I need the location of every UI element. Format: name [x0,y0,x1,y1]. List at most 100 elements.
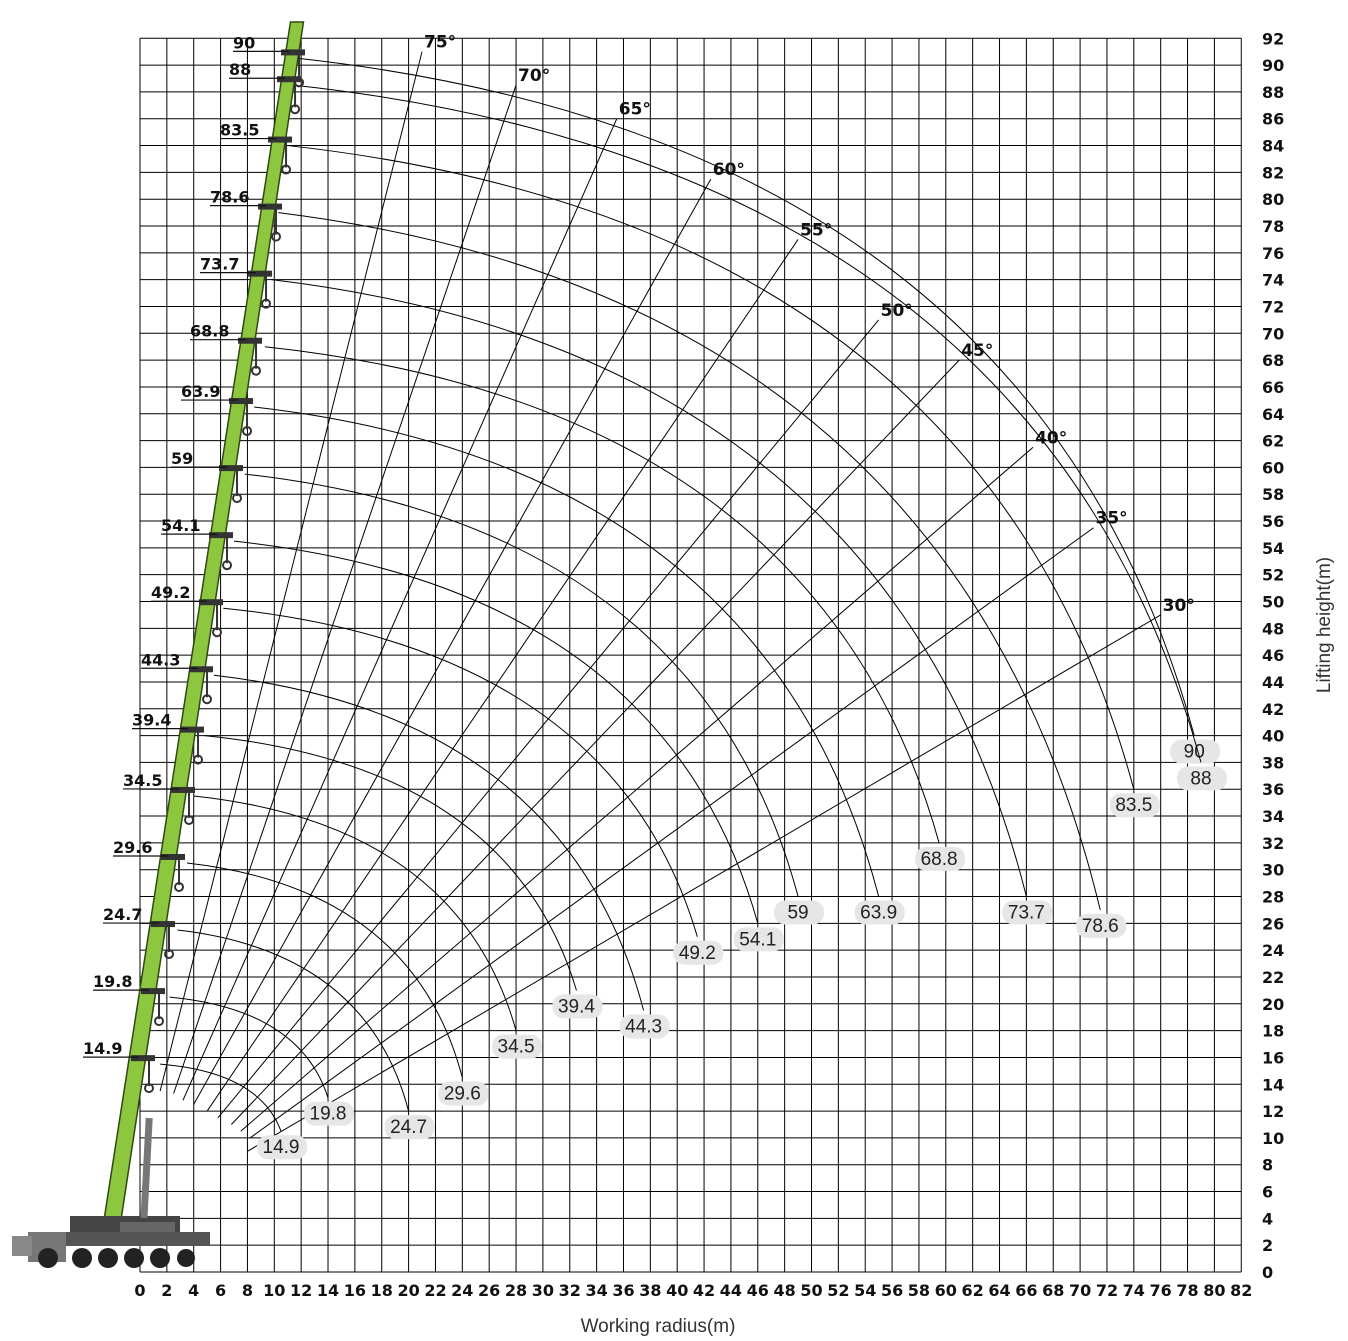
y-tick-label: 10 [1262,1129,1284,1148]
x-tick-label: 2 [161,1281,172,1300]
x-tick-label: 28 [505,1281,527,1300]
x-tick-label: 8 [242,1281,253,1300]
curve-label-bg [492,1034,543,1059]
x-tick-label: 12 [290,1281,312,1300]
x-tick-label: 52 [827,1281,849,1300]
boom-length-label: 54.1 [161,516,200,535]
x-tick-label: 30 [532,1281,554,1300]
y-tick-label: 36 [1262,780,1284,799]
x-tick-label: 20 [397,1281,419,1300]
curve-label-bg [915,846,966,871]
y-tick-label: 4 [1262,1209,1273,1228]
y-tick-label: 76 [1262,244,1284,263]
curve-end-label: 73.7 [1008,903,1045,924]
curve-label-bg [304,1101,355,1126]
boom-length-curve [213,674,645,1011]
angle-label: 45° [961,341,993,361]
curve-end-label: 14.9 [263,1137,300,1158]
boom-section-head [199,599,224,606]
angle-line [230,359,960,1125]
y-tick-label: 86 [1262,110,1284,129]
y-tick-labels: 0246810121416182022242628303234363840424… [1262,29,1284,1282]
boom-length-curve [204,735,577,991]
boom-section-head [277,76,302,83]
x-tick-label: 18 [371,1281,393,1300]
curve-label-bg [733,927,784,952]
boom-length-label: 88 [229,60,251,79]
curve-label-bg [1176,766,1227,791]
curve-end-label: 39.4 [558,996,595,1017]
curve-label-bg [1170,739,1221,764]
x-tick-label: 68 [1042,1281,1064,1300]
boom-section-head [209,532,234,539]
curve-label-bg [1109,793,1160,818]
boom-length-label: 49.2 [151,583,190,602]
boom-length-label: 63.9 [181,382,220,401]
boom-length-label: 83.5 [220,121,259,140]
curve-label-bg [774,900,825,925]
hook-icon [290,104,301,115]
boom-section-head [248,270,273,277]
boom-section-head [238,337,263,344]
y-tick-label: 52 [1262,566,1284,585]
boom-length-label: 24.7 [103,905,142,924]
boom-length-label: 39.4 [132,711,171,730]
x-tick-label: 70 [1069,1281,1091,1300]
y-tick-label: 34 [1262,807,1284,826]
boom-section-head [180,726,205,733]
x-tick-label: 32 [559,1281,581,1300]
curve-end-label: 44.3 [625,1017,662,1038]
x-tick-label: 0 [134,1281,145,1300]
x-tick-label: 38 [639,1281,661,1300]
angle-label: 55° [800,220,832,240]
boom-length-curve [223,607,698,937]
boom-length-curve [278,212,1101,911]
angle-line [182,118,618,1101]
boom-length-curve [254,406,880,897]
y-tick-label: 74 [1262,271,1284,290]
curve-label-bg [673,940,724,965]
boom-body [103,21,305,1221]
boom-length-curve [193,795,517,1031]
boom-length-curve [271,279,1027,897]
x-tick-label: 58 [908,1281,930,1300]
boom-length-curve [160,1063,282,1132]
x-tick-label: 78 [1176,1281,1198,1300]
hook-icon [193,754,204,765]
curve-end-label: 90 [1184,742,1205,763]
hook-icon [242,426,253,437]
hook-icon [202,694,213,705]
x-tick-label: 66 [1015,1281,1037,1300]
y-tick-label: 20 [1262,995,1284,1014]
boom-length-label: 78.6 [210,188,249,207]
angle-line [247,614,1161,1152]
y-tick-label: 62 [1262,432,1284,451]
x-tick-label: 36 [612,1281,634,1300]
x-tick-label: 26 [478,1281,500,1300]
boom-length-label: 14.9 [83,1039,122,1058]
hook-icon [154,1016,165,1027]
x-tick-label: 50 [800,1281,822,1300]
boom-length-curve [177,929,410,1112]
y-tick-label: 50 [1262,593,1284,612]
y-tick-label: 40 [1262,727,1284,746]
x-tick-label: 10 [263,1281,285,1300]
y-tick-label: 44 [1262,673,1284,692]
x-tick-label: 44 [720,1281,742,1300]
curve-end-label: 63.9 [860,903,897,924]
x-tick-label: 16 [344,1281,366,1300]
x-tick-label: 24 [451,1281,473,1300]
y-tick-label: 66 [1262,378,1284,397]
y-axis-label: Lifting height(m) [1314,557,1335,693]
curve-end-label: 29.6 [444,1084,481,1105]
angle-label: 75° [424,33,456,53]
boom-section-head [131,1055,156,1062]
x-tick-label: 54 [854,1281,876,1300]
y-tick-label: 16 [1262,1048,1284,1067]
mobile-crane-icon [12,1117,210,1268]
y-tick-label: 32 [1262,834,1284,853]
angle-label: 50° [881,301,913,321]
curve-end-label: 59 [787,903,808,924]
